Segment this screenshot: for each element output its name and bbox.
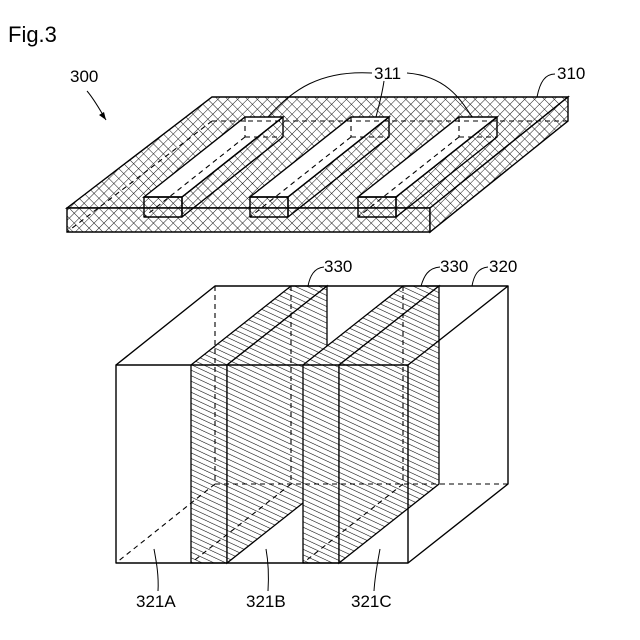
label-321a: 321A (136, 592, 176, 611)
label-321b: 321B (246, 592, 286, 611)
leader-330-left (308, 267, 324, 286)
arrow-300-head (99, 112, 106, 120)
label-300: 300 (70, 67, 98, 86)
label-310: 310 (557, 64, 585, 83)
leader-320 (472, 267, 488, 286)
label-330-right: 330 (440, 257, 468, 276)
figure-title: Fig.3 (8, 22, 57, 47)
leader-321c (374, 549, 380, 591)
leader-330-right (421, 267, 440, 286)
plate-310 (67, 97, 568, 232)
leader-321a (154, 549, 158, 591)
box-320 (116, 286, 508, 563)
plate-top-surface (67, 97, 568, 208)
label-320: 320 (489, 257, 517, 276)
leader-321b (266, 549, 268, 591)
label-330-left: 330 (324, 257, 352, 276)
label-321c: 321C (351, 592, 392, 611)
plate-front-face (67, 208, 430, 232)
leader-310 (537, 74, 555, 97)
label-311: 311 (374, 64, 401, 83)
